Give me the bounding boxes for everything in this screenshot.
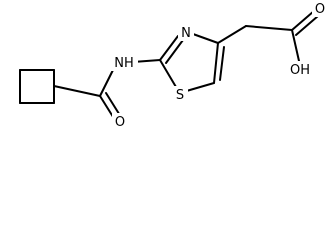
atom-labels: NH O N S O OH [110,0,328,130]
structure-diagram: NH O N S O OH [19,0,328,130]
atom-label-o-carbonyl: O [315,2,325,17]
bond-carboxyl-co-1 [291,10,315,31]
bond-c5-s1 [182,82,215,93]
bond-ring-to-carbonyl [53,85,101,97]
bond-c4-to-ch2 [217,25,247,44]
bond-c4-c5-1 [213,42,219,84]
bond-n3-c4 [192,33,219,44]
atom-label-nh: NH [114,56,134,71]
bond-ch2-to-cooh [245,25,293,31]
atom-label-o-amide: O [115,115,125,130]
atom-label-n-ring: N [181,26,191,41]
bond-carbonyl-to-nh [99,69,114,97]
bond-carboxyl-co-2 [295,15,319,36]
bond-carboxyl-c-oh [291,29,300,62]
bond-c4-c5-2 [219,46,225,81]
bond-c2-n3-1 [159,35,179,61]
bonds [19,10,319,121]
atom-label-s-ring: S [176,88,184,103]
bond-s1-c2 [159,59,177,88]
atom-label-oh: OH [290,63,310,78]
bond-c2-n3-2 [165,39,184,64]
